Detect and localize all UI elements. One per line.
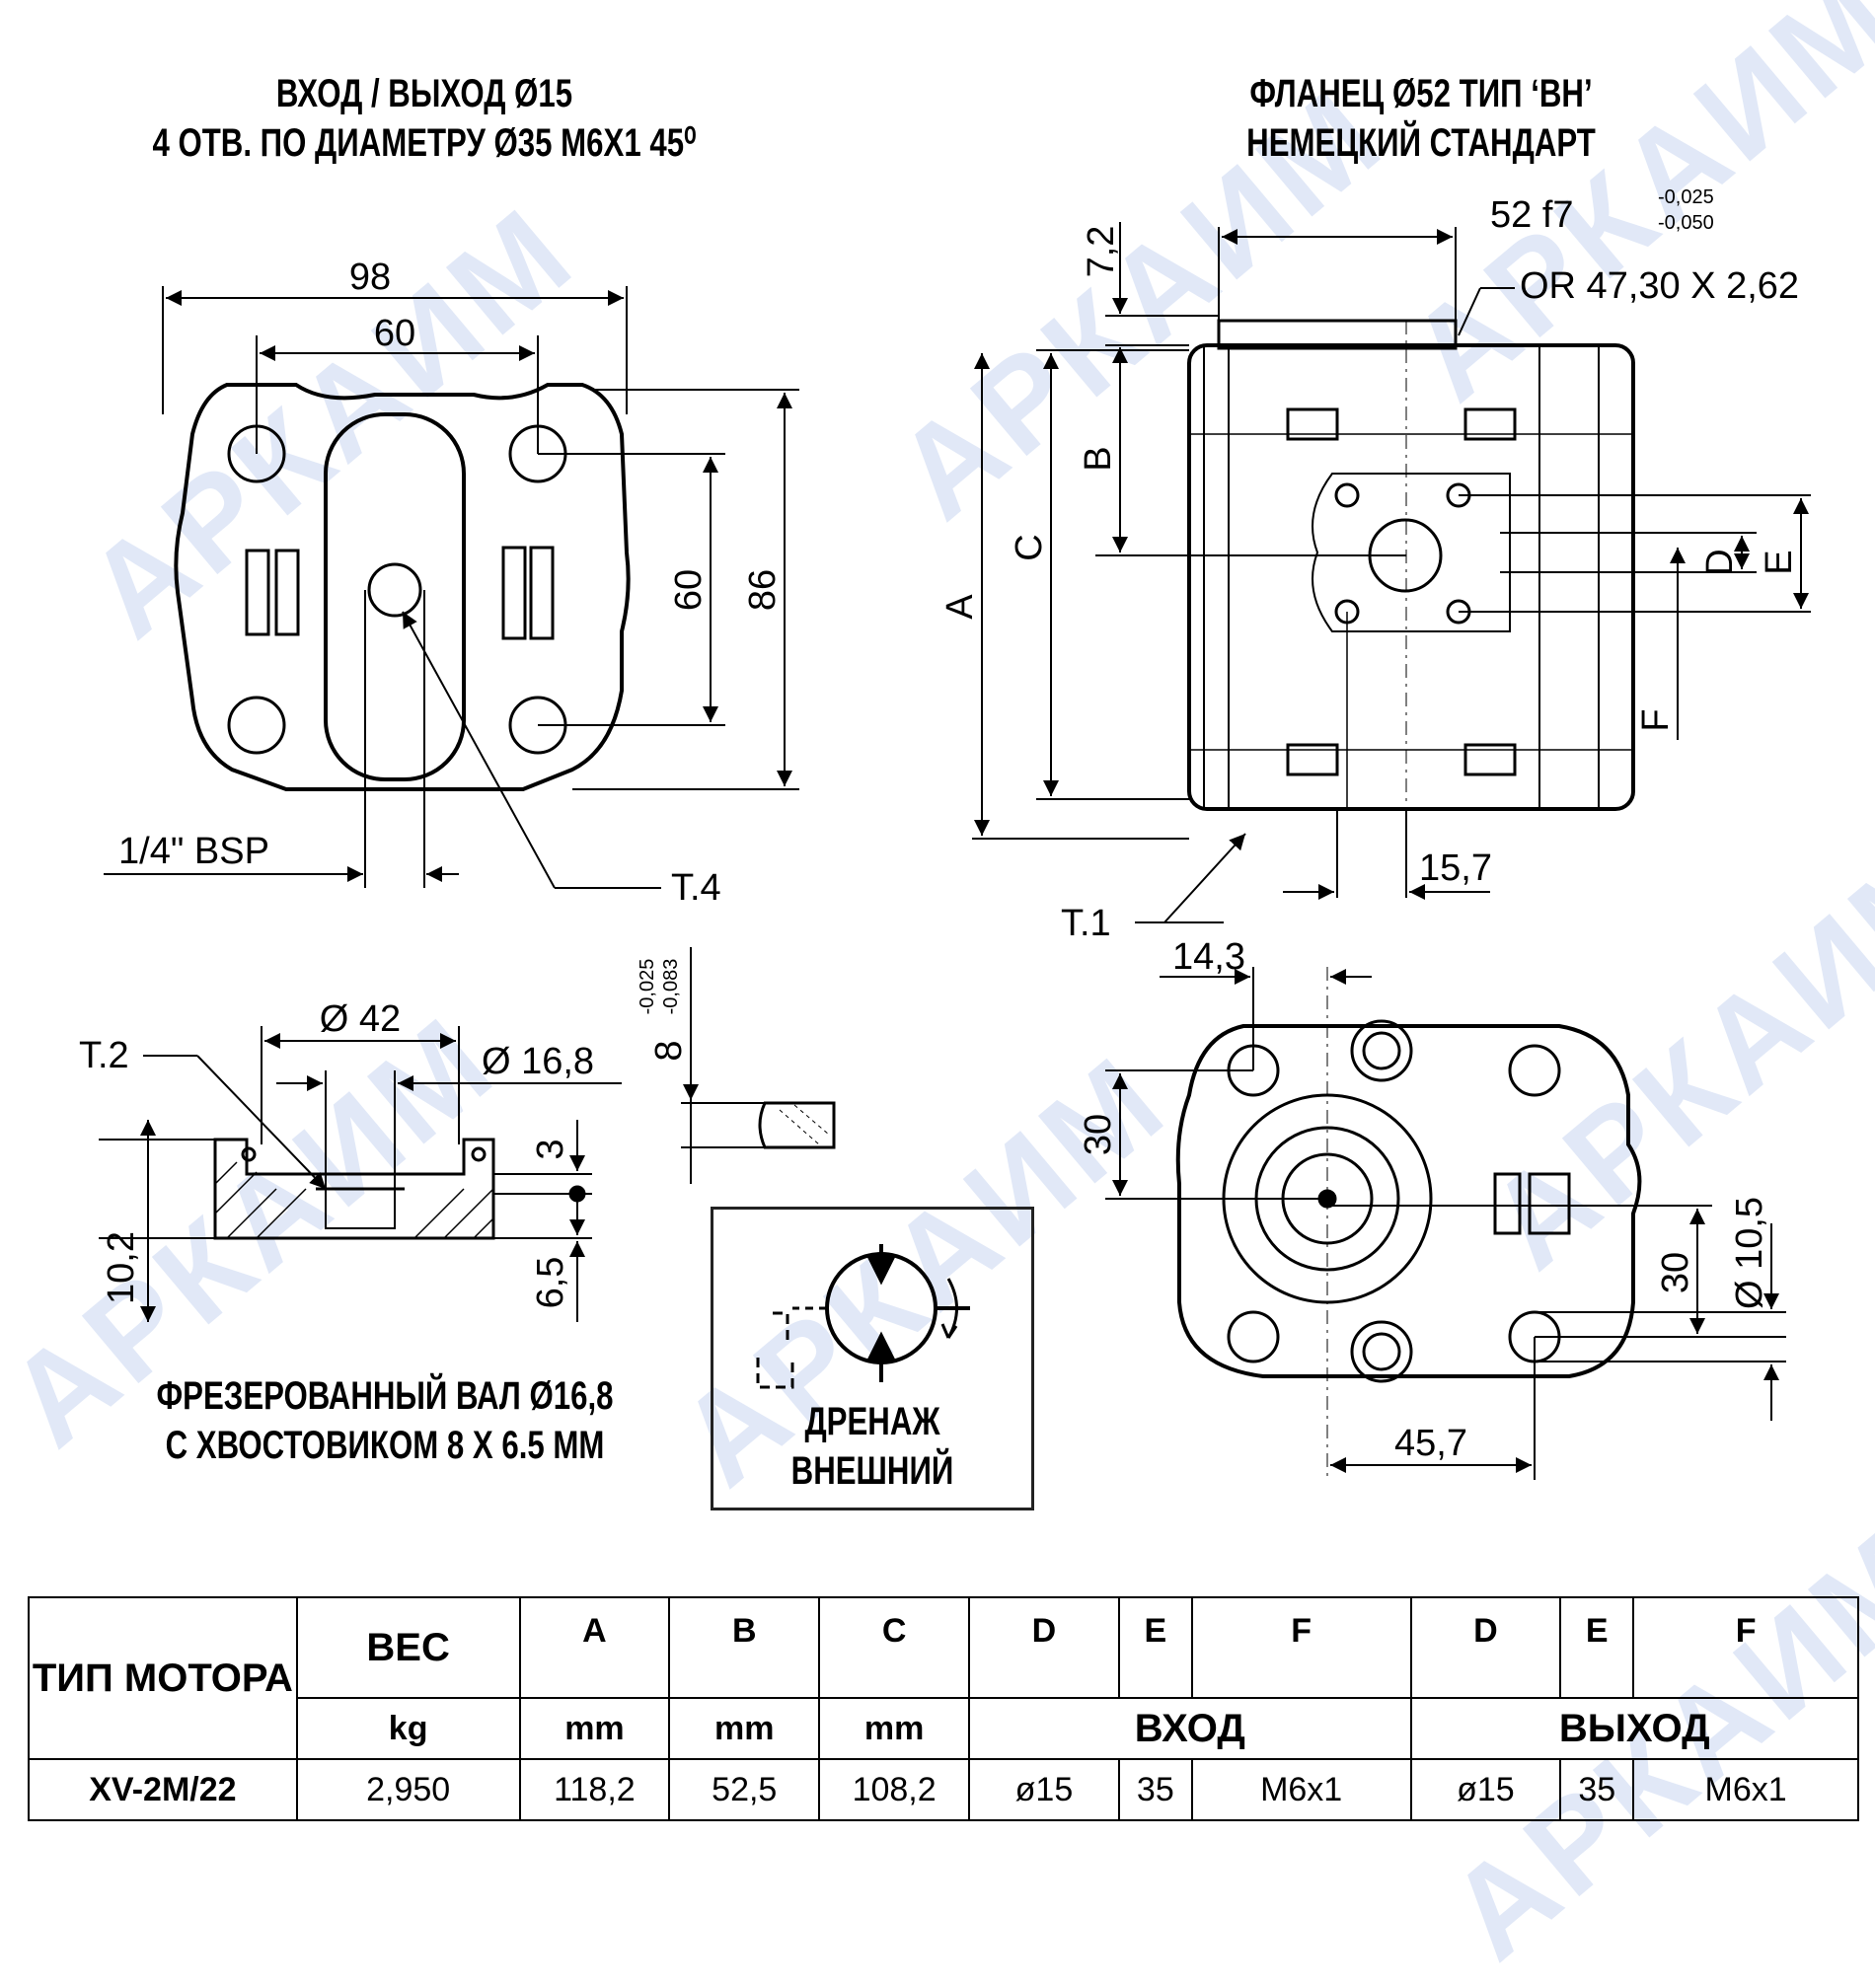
port-caption-line1: ВХОД / ВЫХОД Ø15 bbox=[275, 72, 573, 115]
dim-6-5: 6,5 bbox=[530, 1257, 571, 1309]
flange-caption: ФЛАНЕЦ Ø52 ТИП ‘ВН’ НЕМЕЦКИЙ СТАНДАРТ bbox=[1144, 69, 1698, 168]
cell-out-E: 35 bbox=[1559, 1758, 1635, 1821]
dim-10-2: 10,2 bbox=[101, 1231, 142, 1304]
drain-caption-line1: ДРЕНАЖ bbox=[804, 1400, 940, 1443]
dim-30-upper: 30 bbox=[1078, 1114, 1119, 1155]
type-header: ТИП МОТОРА bbox=[28, 1596, 298, 1760]
drain-symbol-box: ДРЕНАЖ ВНЕШНИЙ bbox=[711, 1207, 1034, 1510]
label-A: A bbox=[939, 594, 981, 620]
tol-8-lower: -0,083 bbox=[660, 959, 682, 1015]
dim-86: 86 bbox=[742, 569, 784, 611]
dim-14-3: 14,3 bbox=[1172, 936, 1245, 978]
header-B: B bbox=[668, 1596, 821, 1699]
dim-98: 98 bbox=[349, 257, 391, 298]
shaft-caption-line1: ФРЕЗЕРОВАННЫЙ ВАЛ Ø16,8 bbox=[156, 1374, 614, 1418]
cell-in-F: M6x1 bbox=[1190, 1758, 1412, 1821]
cell-in-D: ø15 bbox=[968, 1758, 1120, 1821]
drain-caption-line2: ВНЕШНИЙ bbox=[790, 1449, 954, 1493]
inlet-header: ВХОД bbox=[968, 1697, 1412, 1760]
dim-8: 8 bbox=[648, 1040, 690, 1061]
flange-view bbox=[1105, 967, 1786, 1480]
dim-60-vertical: 60 bbox=[668, 569, 710, 611]
unit-mm-C: mm bbox=[818, 1697, 971, 1760]
dim-15-7: 15,7 bbox=[1419, 847, 1492, 889]
weight-header: ВЕС bbox=[295, 1596, 521, 1699]
label-F: F bbox=[1635, 708, 1677, 731]
outlet-header: ВЫХОД bbox=[1409, 1697, 1859, 1760]
spec-table: ТИП МОТОРА ВЕС A B C D E F D E F kg mm m… bbox=[28, 1596, 1859, 1821]
cell-A: 118,2 bbox=[518, 1758, 671, 1821]
dim-7-2: 7,2 bbox=[1081, 226, 1122, 278]
cell-type: XV-2M/22 bbox=[28, 1758, 298, 1821]
dim-42: Ø 42 bbox=[320, 998, 401, 1040]
dim-60-horizontal: 60 bbox=[374, 313, 415, 354]
cell-out-D: ø15 bbox=[1409, 1758, 1562, 1821]
label-E: E bbox=[1759, 550, 1800, 574]
unit-kg: kg bbox=[295, 1697, 521, 1760]
table-units-row: kg mm mm mm ВХОД ВЫХОД bbox=[29, 1697, 1859, 1760]
cell-in-E: 35 bbox=[1117, 1758, 1193, 1821]
table-header-row: ТИП МОТОРА ВЕС A B C D E F D E F bbox=[28, 1596, 1859, 1760]
header-C: C bbox=[818, 1596, 971, 1699]
label-B: B bbox=[1078, 446, 1119, 471]
table-row: XV-2M/22 2,950 118,2 52,5 108,2 ø15 35 M… bbox=[28, 1758, 1859, 1821]
dim-3: 3 bbox=[530, 1139, 571, 1159]
dim-16-8: Ø 16,8 bbox=[482, 1041, 594, 1082]
drain-caption: ДРЕНАЖ ВНЕШНИЙ bbox=[748, 1397, 996, 1496]
header-out-F: F bbox=[1632, 1596, 1859, 1699]
port-caption-line2: 4 ОТВ. ПО ДИАМЕТРУ Ø35 М6Х1 45⁰ bbox=[152, 121, 697, 165]
cell-C: 108,2 bbox=[818, 1758, 971, 1821]
port-face-view bbox=[104, 286, 799, 889]
or-label: OR 47,30 X 2,62 bbox=[1520, 265, 1799, 307]
cell-out-F: M6x1 bbox=[1632, 1758, 1859, 1821]
flange-caption-line1: ФЛАНЕЦ Ø52 ТИП ‘ВН’ bbox=[1249, 72, 1593, 115]
cell-B: 52,5 bbox=[668, 1758, 821, 1821]
side-view bbox=[972, 222, 1811, 923]
header-in-F: F bbox=[1190, 1596, 1412, 1699]
header-in-E: E bbox=[1117, 1596, 1193, 1699]
dim-30-lower: 30 bbox=[1655, 1252, 1696, 1293]
motor-symbol-icon bbox=[756, 1244, 970, 1389]
tol-52-lower: -0,050 bbox=[1658, 212, 1714, 234]
label-C: C bbox=[1009, 534, 1050, 560]
t1-label: T.1 bbox=[1061, 903, 1111, 944]
bsp-label: 1/4" BSP bbox=[118, 831, 269, 872]
dim-45-7: 45,7 bbox=[1394, 1423, 1467, 1464]
header-out-D: D bbox=[1409, 1596, 1562, 1699]
label-D: D bbox=[1699, 549, 1741, 575]
port-caption: ВХОД / ВЫХОД Ø15 4 ОТВ. ПО ДИАМЕТРУ Ø35 … bbox=[139, 69, 709, 168]
header-A: A bbox=[518, 1596, 671, 1699]
shaft-section bbox=[99, 947, 836, 1322]
flange-caption-line2: НЕМЕЦКИЙ СТАНДАРТ bbox=[1246, 121, 1596, 165]
unit-mm-B: mm bbox=[668, 1697, 821, 1760]
tol-8-upper: -0,025 bbox=[637, 959, 658, 1015]
t4-label: T.4 bbox=[671, 867, 721, 909]
cell-weight: 2,950 bbox=[295, 1758, 521, 1821]
shaft-caption: ФРЕЗЕРОВАННЫЙ ВАЛ Ø16,8 С ХВОСТОВИКОМ 8 … bbox=[100, 1371, 669, 1470]
dim-10-5: Ø 10,5 bbox=[1729, 1197, 1770, 1309]
dim-52f7: 52 f7 bbox=[1490, 194, 1574, 236]
t2-label: T.2 bbox=[79, 1035, 129, 1076]
unit-mm-A: mm bbox=[518, 1697, 671, 1760]
header-out-E: E bbox=[1559, 1596, 1635, 1699]
tol-52-upper: -0,025 bbox=[1658, 186, 1714, 208]
shaft-caption-line2: С ХВОСТОВИКОМ 8 Х 6.5 ММ bbox=[165, 1424, 605, 1467]
technical-drawing: 98 60 60 86 1/4" BSP T.4 52 f7 -0,025 -0… bbox=[79, 186, 1811, 1480]
header-in-D: D bbox=[968, 1596, 1120, 1699]
